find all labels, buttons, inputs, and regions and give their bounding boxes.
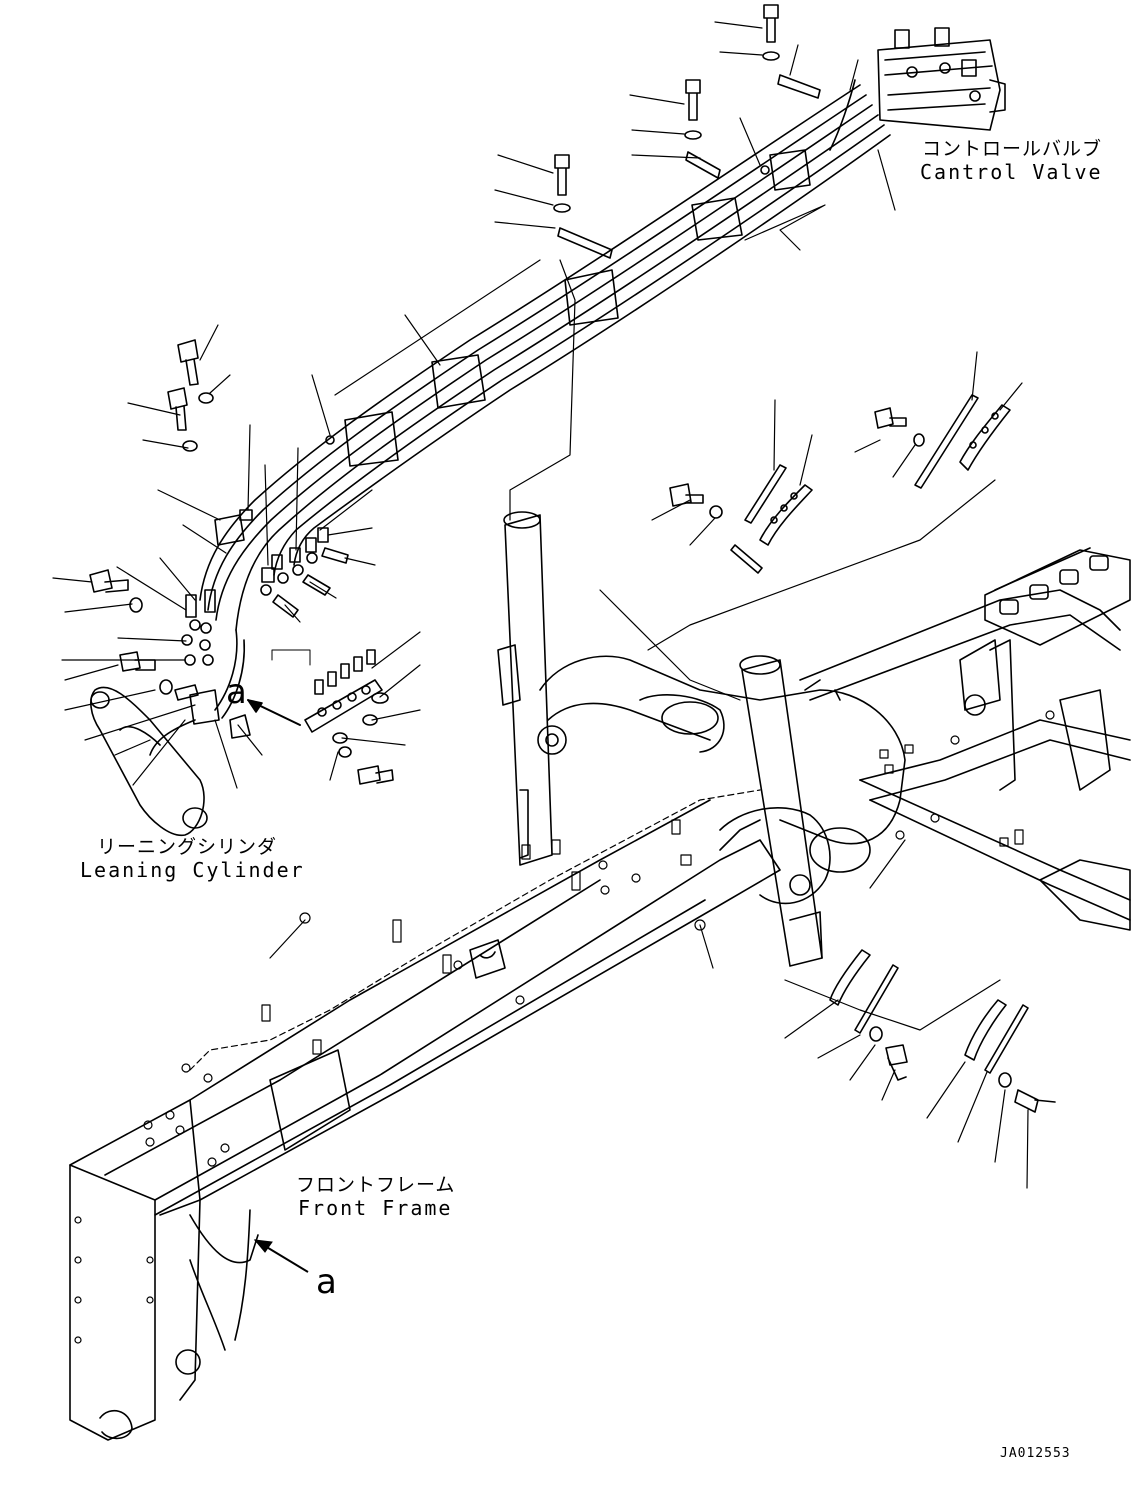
leaning-cylinder-label-jp: リーニングシリンダ xyxy=(97,836,278,858)
leaning-cylinder-label-en: Leaning Cylinder xyxy=(80,858,305,882)
view-a-marker-top: a xyxy=(226,672,247,712)
bolts-washers-top xyxy=(325,4,821,445)
front-frame-label-en: Front Frame xyxy=(298,1196,453,1220)
drawing-code: JA012553 xyxy=(1000,1446,1071,1461)
control-valve-label-jp: コントロールバルブ xyxy=(922,138,1103,160)
control-valve-assembly xyxy=(877,27,1006,131)
leader-lines-left xyxy=(52,324,421,789)
rear-frame-section xyxy=(497,511,1131,967)
detail-a-fitting-block xyxy=(247,649,394,785)
front-frame-label-jp: フロントフレーム xyxy=(296,1174,456,1196)
hose-clamps xyxy=(189,149,811,725)
pipe-brackets xyxy=(669,394,1056,1113)
control-valve-label-en: Cantrol Valve xyxy=(920,160,1103,184)
leader-lines-top xyxy=(311,21,896,521)
view-a-marker-bottom: a xyxy=(316,1262,337,1302)
leaning-cylinder-parts xyxy=(89,339,349,836)
front-frame xyxy=(69,789,781,1441)
